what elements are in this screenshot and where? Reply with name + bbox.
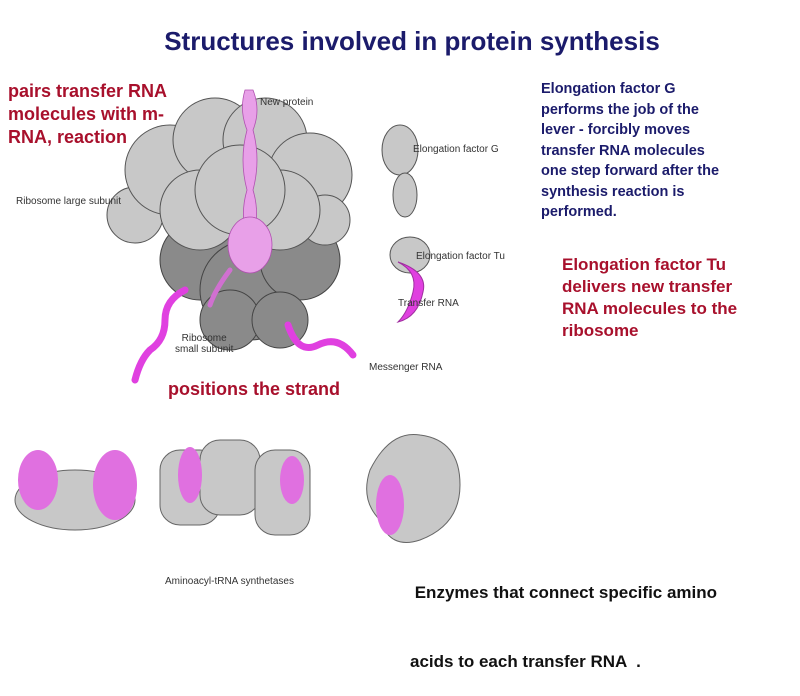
text-line: small subunit bbox=[175, 344, 234, 355]
label-transfer-rna: Transfer RNA bbox=[398, 298, 459, 309]
label-messenger-rna: Messenger RNA bbox=[369, 362, 443, 373]
label-large-subunit: Ribosome large subunit bbox=[16, 196, 122, 207]
protein-synthesis-illustration bbox=[14, 89, 461, 543]
text-line: lever - forcibly moves bbox=[541, 122, 691, 138]
label-new-protein: New protein bbox=[260, 97, 314, 108]
ef-g-annotation: Elongation factor G performs the job of … bbox=[541, 79, 719, 223]
text-line: pairs transfer RNA bbox=[8, 81, 168, 101]
elongation-factor-tu bbox=[389, 236, 431, 323]
text-line: ribosome bbox=[562, 321, 639, 340]
new-protein-chain bbox=[227, 89, 273, 274]
text-line: Ribosome bbox=[181, 333, 227, 344]
text-line: performs the job of the bbox=[541, 101, 699, 118]
ef-tu-annotation: Elongation factor Tu delivers new transf… bbox=[562, 254, 737, 342]
label-small-subunit: Ribosome small subunit bbox=[175, 333, 233, 355]
label-ef-g: Elongation factor G bbox=[413, 144, 499, 155]
enzymes-annotation: Enzymes that connect specific amino acid… bbox=[410, 535, 717, 696]
text-line: synthesis reaction is bbox=[541, 183, 685, 200]
text-line: transfer RNA molecules bbox=[541, 142, 705, 159]
text-line: RNA molecules to the bbox=[562, 299, 738, 318]
text-line: performed. bbox=[541, 204, 617, 220]
text-line: one step forward after the bbox=[541, 163, 720, 179]
text-line: Elongation factor Tu bbox=[562, 255, 727, 274]
elongation-factor-g bbox=[381, 124, 419, 218]
text-line: RNA, reaction bbox=[8, 127, 128, 147]
text-line: Elongation factor G bbox=[541, 81, 676, 97]
label-synthetases: Aminoacyl-tRNA synthetases bbox=[165, 576, 294, 587]
synthetase-3 bbox=[366, 433, 461, 543]
text-line: molecules with m- bbox=[8, 104, 165, 124]
slide-title: Structures involved in protein synthesis bbox=[164, 26, 660, 56]
synthetase-2 bbox=[159, 439, 311, 536]
messenger-rna bbox=[131, 267, 357, 384]
positions-annotation: positions the strand bbox=[168, 379, 341, 399]
label-ef-tu: Elongation factor Tu bbox=[416, 251, 505, 262]
synthetase-1 bbox=[14, 450, 137, 531]
text-line: acids to each transfer RNA . bbox=[410, 652, 641, 671]
text-line: Enzymes that connect specific amino bbox=[410, 583, 718, 602]
pairs-annotation: pairs transfer RNA molecules with m- RNA… bbox=[8, 80, 167, 149]
text-line: delivers new transfer bbox=[562, 277, 733, 296]
